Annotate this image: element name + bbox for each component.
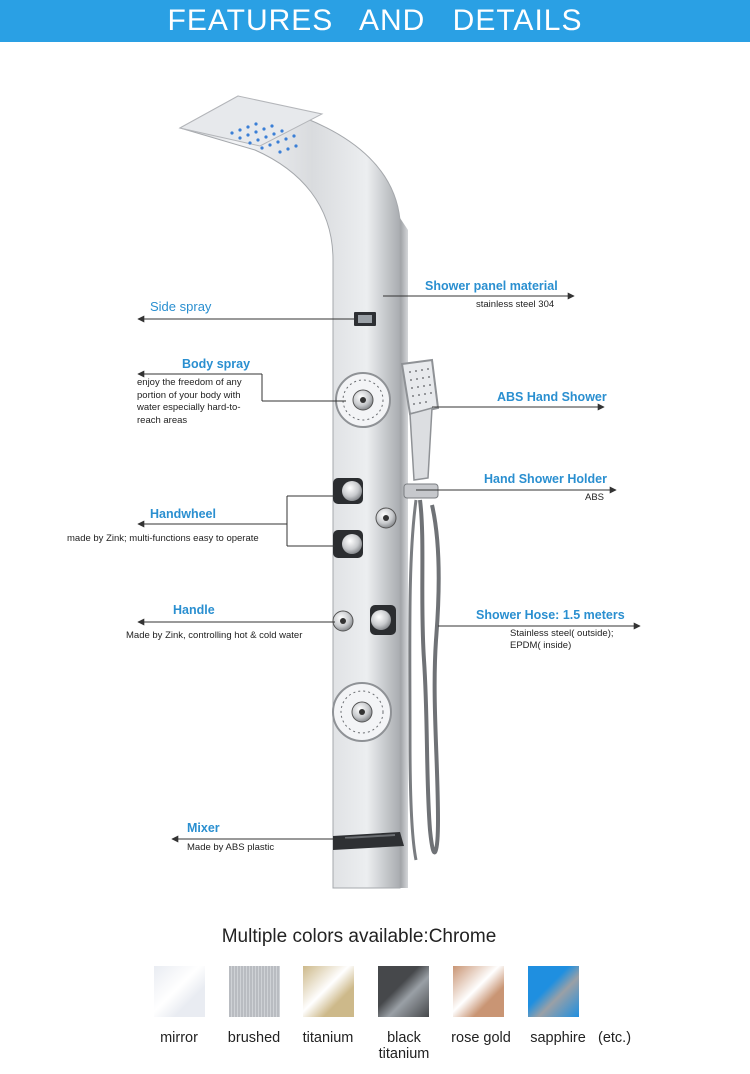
swatch-brushed bbox=[229, 966, 280, 1017]
handwheel-bottom bbox=[333, 530, 363, 558]
hand-shower-holder bbox=[403, 483, 439, 499]
label-shower-panel-material: Shower panel material bbox=[425, 279, 558, 293]
swatch-label-titanium: titanium bbox=[302, 1030, 354, 1046]
swatch-titanium bbox=[303, 966, 354, 1017]
desc-shower-panel-material: stainless steel 304 bbox=[476, 299, 555, 310]
label-abs-hand-shower: ABS Hand Shower bbox=[497, 390, 607, 404]
swatch-label-mirror: mirror bbox=[160, 1030, 198, 1046]
label-side-spray: Side spray bbox=[150, 299, 212, 314]
swatch-black-titanium bbox=[378, 966, 429, 1017]
label-mixer: Mixer bbox=[187, 821, 220, 835]
handle-valve bbox=[332, 605, 396, 635]
swatch-rose-gold bbox=[453, 966, 504, 1017]
top-body-spray bbox=[335, 372, 391, 428]
small-jet bbox=[375, 507, 397, 529]
label-handle: Handle bbox=[173, 603, 215, 617]
panel-body bbox=[178, 95, 401, 889]
rain-head-top bbox=[178, 95, 324, 147]
hand-shower bbox=[400, 358, 440, 481]
label-body-spray: Body spray bbox=[182, 357, 251, 371]
header-banner bbox=[0, 0, 750, 42]
handwheel-top bbox=[333, 478, 363, 504]
desc-hand-shower-holder: ABS bbox=[585, 492, 605, 503]
banner-title: FEATURES AND DETAILS bbox=[167, 4, 583, 37]
desc-handwheel: made by Zink; multi-functions easy to op… bbox=[67, 533, 259, 544]
desc-shower-hose-line2: EPDM( inside) bbox=[510, 640, 572, 651]
swatch-label-sapphire: sapphire bbox=[530, 1030, 586, 1046]
label-hand-shower-holder: Hand Shower Holder bbox=[484, 472, 607, 486]
rain-nozzles bbox=[230, 122, 298, 154]
swatch-label-rose-gold: rose gold bbox=[451, 1030, 511, 1046]
desc-mixer: Made by ABS plastic bbox=[187, 842, 275, 853]
bottom-body-spray bbox=[332, 682, 392, 742]
shower-hose bbox=[418, 499, 441, 855]
swatch-mirror bbox=[154, 966, 205, 1017]
desc-handle: Made by Zink, controlling hot & cold wat… bbox=[126, 630, 303, 641]
desc-shower-hose-line1: Stainless steel( outside); bbox=[510, 628, 614, 639]
swatch-sapphire bbox=[528, 966, 579, 1017]
desc-body-spray: enjoy the freedom of any portion of your… bbox=[137, 377, 242, 426]
label-shower-hose: Shower Hose: 1.5 meters bbox=[476, 608, 625, 622]
swatch-label-brushed: brushed bbox=[227, 1030, 281, 1046]
swatch-label-black-titanium: black titanium bbox=[378, 1030, 430, 1062]
colors-etc: (etc.) bbox=[598, 1030, 632, 1046]
colors-title: Multiple colors available:Chrome bbox=[221, 926, 497, 947]
label-handwheel: Handwheel bbox=[150, 507, 216, 521]
